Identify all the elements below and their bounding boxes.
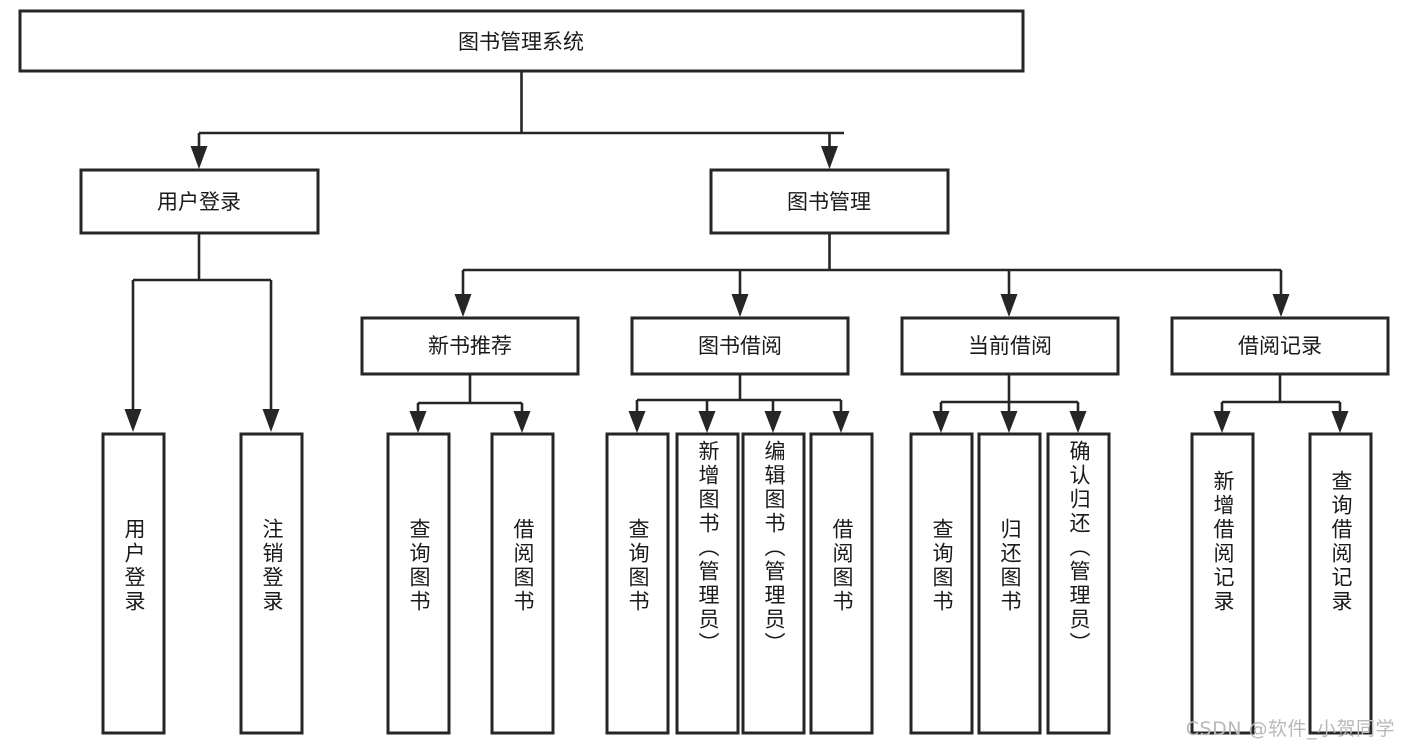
node-leaf-query-book-3[interactable]	[909, 432, 974, 735]
node-leaf-query-book-2[interactable]	[605, 432, 670, 735]
node-borrow-record[interactable]	[1170, 316, 1390, 376]
node-leaf-add-record[interactable]	[1190, 432, 1255, 735]
node-new-book-recommend-label: 新书推荐	[428, 334, 512, 358]
arrow-head-leaf-add-book	[698, 411, 716, 433]
node-book-manage-label: 图书管理	[787, 190, 871, 214]
arrow-head-leaf-confirm-return	[1069, 411, 1087, 433]
arrow-head-leaf-query-record	[1331, 411, 1349, 433]
node-new-book-recommend[interactable]	[360, 316, 580, 376]
node-user-login[interactable]	[79, 168, 320, 235]
node-leaf-user-login[interactable]	[101, 432, 166, 735]
node-leaf-add-book[interactable]	[675, 432, 740, 735]
arrow-head-new-book-recommend	[454, 294, 472, 317]
arrow-head-user-login	[190, 146, 208, 169]
node-root-label: 图书管理系统	[458, 30, 584, 54]
arrow-head-leaf-add-record	[1213, 411, 1231, 433]
node-root[interactable]	[18, 9, 1025, 73]
node-user-login-label: 用户登录	[157, 190, 241, 214]
node-leaf-query-book-1[interactable]	[386, 432, 451, 735]
nodes-layer	[18, 9, 1390, 735]
node-leaf-confirm-return[interactable]	[1046, 432, 1111, 735]
arrow-head-leaf-edit-book	[764, 411, 782, 433]
csdn-watermark: CSDN @软件_小贺同学	[1185, 718, 1395, 740]
arrow-head-current-borrow	[1000, 294, 1018, 317]
node-current-borrow[interactable]	[900, 316, 1120, 376]
arrow-head-leaf-query-book-1	[409, 411, 427, 433]
arrow-head-leaf-logout-login	[262, 409, 280, 432]
node-leaf-edit-book[interactable]	[741, 432, 806, 735]
node-leaf-logout-login[interactable]	[239, 432, 304, 735]
node-leaf-borrow-book-2[interactable]	[809, 432, 874, 735]
node-borrow-record-label: 借阅记录	[1238, 334, 1322, 358]
node-current-borrow-label: 当前借阅	[968, 334, 1052, 358]
node-book-borrow-label: 图书借阅	[698, 334, 782, 358]
arrow-head-leaf-borrow-book-2	[832, 411, 850, 433]
node-leaf-return-book[interactable]	[977, 432, 1042, 735]
labels-layer: 图书管理系统 用户登录 图书管理 新书推荐 图书借阅 当前借阅 借阅记录	[157, 30, 1322, 358]
node-book-manage[interactable]	[709, 168, 950, 235]
arrow-head-book-borrow	[731, 294, 749, 317]
arrow-head-book-manage	[821, 146, 838, 169]
node-leaf-query-record[interactable]	[1308, 432, 1373, 735]
edges-layer	[124, 71, 1349, 433]
arrow-head-borrow-record	[1272, 294, 1290, 317]
arrow-head-leaf-query-book-2	[628, 411, 646, 433]
arrow-head-leaf-query-book-3	[932, 411, 950, 433]
arrow-head-leaf-borrow-book-1	[513, 411, 531, 433]
arrow-head-leaf-return-book	[1000, 411, 1018, 433]
node-book-borrow[interactable]	[630, 316, 850, 376]
arrow-head-leaf-user-login	[124, 409, 142, 432]
node-leaf-borrow-book-1[interactable]	[490, 432, 555, 735]
